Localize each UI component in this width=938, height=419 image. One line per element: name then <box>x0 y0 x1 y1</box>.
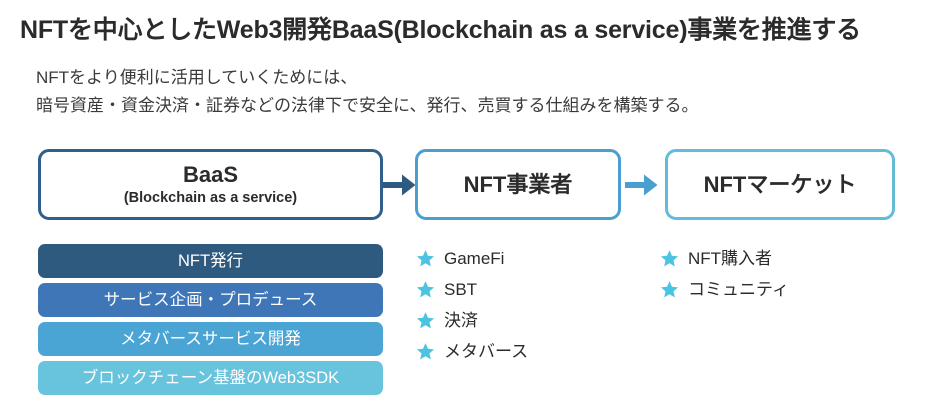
capability-bar[interactable]: メタバースサービス開発 <box>38 322 383 356</box>
flow-box-baas[interactable]: BaaS (Blockchain as a service) <box>38 149 383 220</box>
list-item-label: NFT購入者 <box>688 249 773 268</box>
list-item: 決済 <box>416 305 528 336</box>
flow-box-baas-subtitle: (Blockchain as a service) <box>123 189 298 206</box>
flow-box-baas-title: BaaS <box>182 161 239 187</box>
flow-box-operator-title: NFT事業者 <box>463 171 573 197</box>
subtitle-block: NFTをより便利に活用していくためには、 暗号資産・資金決済・証券などの法律下で… <box>36 64 896 120</box>
flow-box-market[interactable]: NFTマーケット <box>665 149 895 220</box>
star-icon <box>660 280 679 299</box>
star-icon <box>416 342 435 361</box>
capability-bar-label: NFT発行 <box>177 251 244 270</box>
list-item-label: コミュニティ <box>688 280 789 299</box>
flow-box-operator[interactable]: NFT事業者 <box>415 149 621 220</box>
list-item: SBT <box>416 274 528 305</box>
list-item-label: メタバース <box>444 342 529 361</box>
star-icon <box>416 311 435 330</box>
capability-bar[interactable]: ブロックチェーン基盤のWeb3SDK <box>38 361 383 395</box>
star-icon <box>660 249 679 268</box>
list-item: メタバース <box>416 336 528 367</box>
capability-stack: NFT発行 サービス企画・プロデュース メタバースサービス開発 ブロックチェーン… <box>38 244 383 400</box>
list-item: コミュニティ <box>660 274 789 305</box>
capability-bar-label: サービス企画・プロデュース <box>103 290 318 309</box>
arrow-right-icon <box>625 171 659 199</box>
list-item: GameFi <box>416 243 528 274</box>
flow-diagram: BaaS (Blockchain as a service) NFT事業者 NF… <box>0 149 938 221</box>
capability-bar-label: ブロックチェーン基盤のWeb3SDK <box>81 368 340 387</box>
star-list-operator: GameFi SBT 決済 メタバース <box>416 243 528 367</box>
flow-box-market-title: NFTマーケット <box>703 171 857 197</box>
capability-bar[interactable]: NFT発行 <box>38 244 383 278</box>
list-item: NFT購入者 <box>660 243 789 274</box>
capability-bar-label: メタバースサービス開発 <box>120 329 301 348</box>
list-item-label: GameFi <box>444 249 505 268</box>
page-title: NFTを中心としたWeb3開発BaaS(Blockchain as a serv… <box>20 16 861 44</box>
subtitle-line-2: 暗号資産・資金決済・証券などの法律下で安全に、発行、売買する仕組みを構築する。 <box>36 96 699 115</box>
star-icon <box>416 280 435 299</box>
star-icon <box>416 249 435 268</box>
arrow-right-icon <box>383 171 417 199</box>
list-item-label: 決済 <box>444 311 478 330</box>
star-list-market: NFT購入者 コミュニティ <box>660 243 789 305</box>
list-item-label: SBT <box>444 280 478 299</box>
subtitle-line-1: NFTをより便利に活用していくためには、 <box>36 68 358 87</box>
capability-bar[interactable]: サービス企画・プロデュース <box>38 283 383 317</box>
